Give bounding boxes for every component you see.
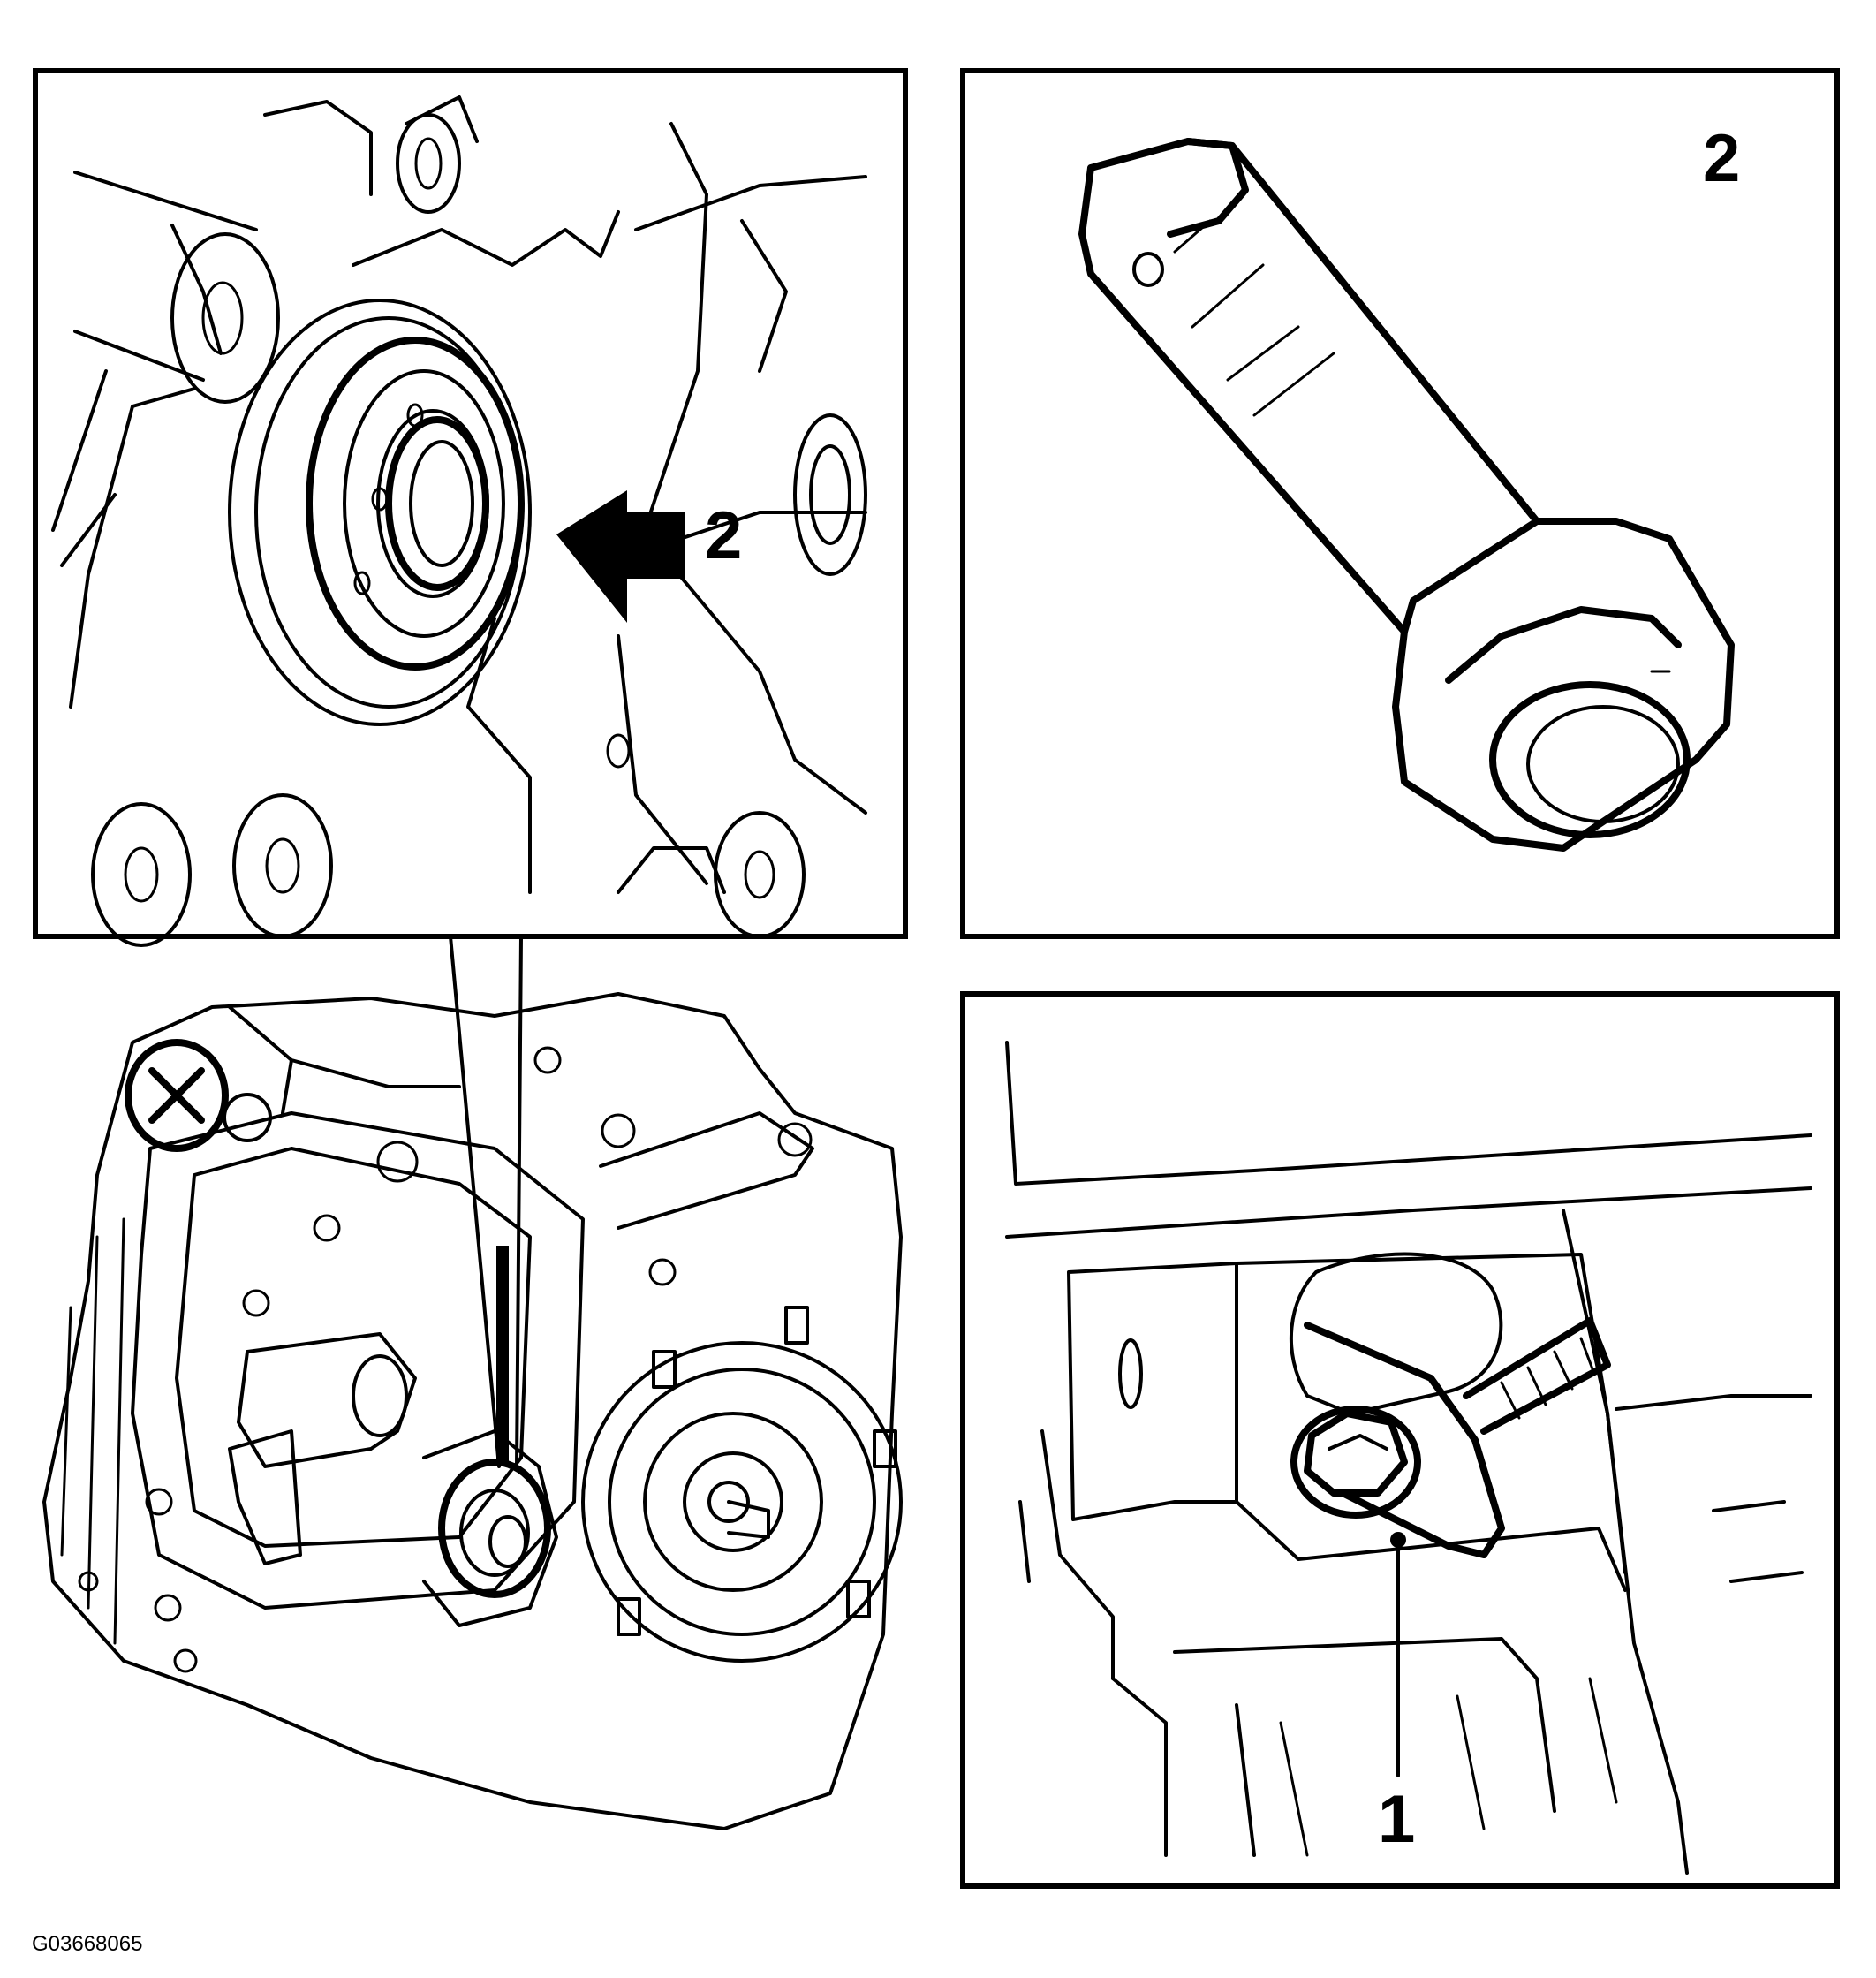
direction-arrow-icon xyxy=(556,490,685,623)
bolt-callout: 2 xyxy=(1703,121,1740,196)
mount-callout: 1 xyxy=(1378,1782,1415,1857)
leader-fill xyxy=(496,1246,509,1466)
transmission-overview xyxy=(42,992,903,1830)
figure-id: G03668065 xyxy=(32,1932,142,1956)
bolt-panel: 2 xyxy=(960,68,1840,939)
detail-seal-panel: 2 xyxy=(33,68,908,947)
detail-callout: 2 xyxy=(705,498,742,573)
detail-leader xyxy=(449,935,523,1468)
mount-panel: 1 xyxy=(960,991,1840,1889)
